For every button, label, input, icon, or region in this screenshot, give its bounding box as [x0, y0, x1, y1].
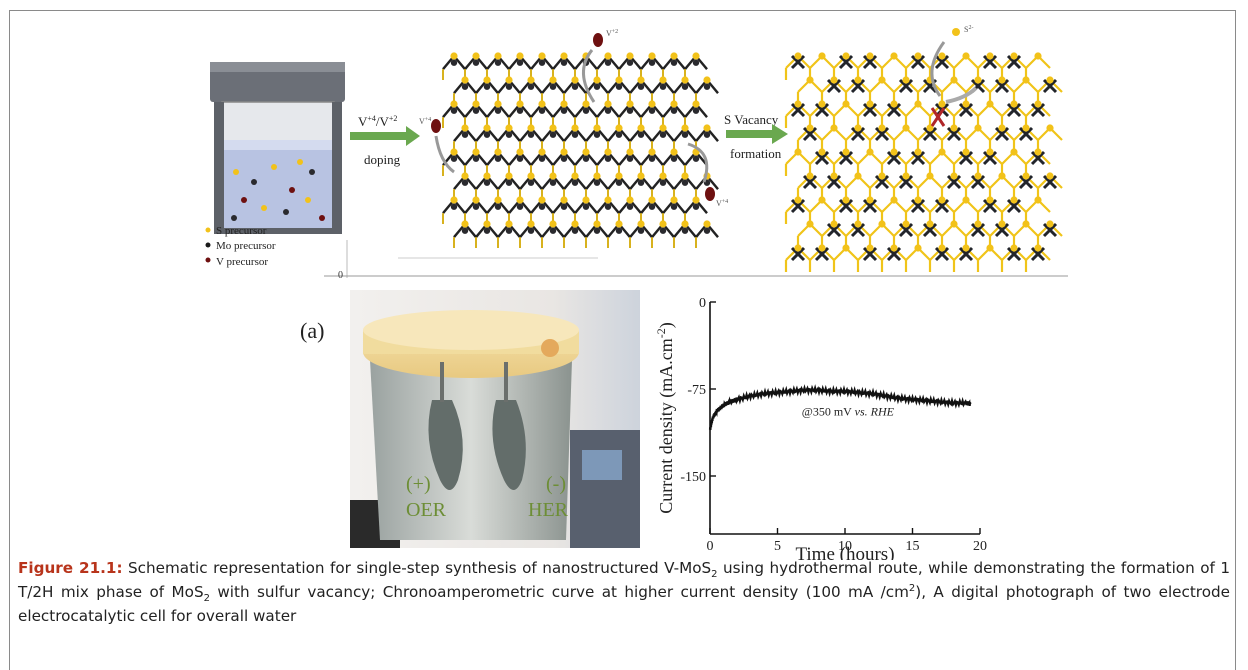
- minus-electrode-label: (-): [546, 473, 566, 495]
- precursor-dot: [319, 215, 325, 221]
- v-ion-label-top: V+2: [606, 29, 618, 38]
- precursor-dot: [283, 209, 289, 215]
- synthesis-schematic: S precursor Mo precursor V precursor 0 V…: [204, 22, 1068, 281]
- oer-label: OER: [406, 499, 447, 521]
- caption-sup: 2: [908, 582, 916, 594]
- current-density-series: [708, 384, 972, 431]
- precursor-dot: [305, 197, 311, 203]
- sulfur-ion-leaving: S2-: [930, 25, 978, 104]
- x-tick-label: 20: [973, 539, 987, 554]
- y-tick-label: -150: [680, 470, 706, 485]
- vacancy-lattice: [784, 52, 1063, 272]
- figure-frame: [9, 10, 1236, 670]
- legend-v-precursor: V precursor: [216, 256, 268, 268]
- caption-sub-1: 2: [711, 569, 718, 581]
- legend-mo-precursor: Mo precursor: [216, 240, 276, 252]
- y-tick-label: -75: [687, 383, 706, 398]
- precursor-particles: [231, 159, 325, 221]
- caption-text-1: Schematic representation for single-step…: [122, 559, 712, 577]
- x-tick-label: 10: [838, 539, 852, 554]
- stray-tick-label: 0: [338, 270, 343, 278]
- electrolysis-cell-photo: (a) (+) (-) OER HER: [300, 290, 640, 548]
- x-tick-label: 15: [906, 539, 920, 554]
- y-axis-label: Current density (mA.cm-2): [654, 322, 677, 513]
- vacancy-arrow: S Vacancy formation: [724, 112, 788, 161]
- precursor-dot: [289, 187, 295, 193]
- precursor-dot: [297, 159, 303, 165]
- chronoamperometry-chart: 0 5 10 15 20 0 -75 -150 @350 mV vs. RHE Time (h…: [646, 276, 996, 565]
- vanadium-ions: V+2 V+4 V+4: [419, 29, 728, 208]
- caption-text-4: ), A digital photograph of two electrode…: [18, 583, 1230, 625]
- x-tick-label: 5: [774, 539, 781, 554]
- figure-caption: Figure 21.1: Schematic representation fo…: [18, 556, 1230, 628]
- precursor-dot: [231, 215, 237, 221]
- s-ion-label: S2-: [964, 25, 973, 34]
- precursor-dot: [309, 169, 315, 175]
- autoclave-beaker: [210, 62, 345, 234]
- chart-ticks: 0 5 10 15 20 0 -75 -150: [680, 296, 987, 554]
- doping-arrow: V+4/V+2 doping: [350, 114, 420, 167]
- her-label: HER: [528, 499, 569, 521]
- panel-label-a: (a): [300, 318, 324, 343]
- caption-text-3: with sulfur vacancy; Chronoamperometric …: [209, 583, 909, 601]
- v-ion-label-left: V+4: [419, 117, 431, 126]
- precursor-dot: [251, 179, 257, 185]
- precursor-dot: [233, 169, 239, 175]
- vacancy-label-bottom: formation: [730, 146, 782, 161]
- v-ion-label-right: V+4: [716, 199, 728, 208]
- precursor-dot: [241, 197, 247, 203]
- caption-sub-2: 2: [203, 593, 210, 605]
- x-tick-label: 0: [707, 539, 714, 554]
- precursor-dot: [271, 164, 277, 170]
- figure-label: Figure 21.1:: [18, 559, 123, 577]
- y-tick-label: 0: [699, 296, 706, 311]
- doping-label-bottom: doping: [364, 152, 401, 167]
- caption-text-2: using hydrothermal route, while demonstr…: [18, 559, 1230, 601]
- legend-s-precursor: S precursor: [216, 225, 267, 237]
- precursor-legend: S precursor Mo precursor V precursor: [205, 225, 276, 268]
- plus-electrode-label: (+): [406, 473, 431, 495]
- doping-label-top: V+4/V+2: [358, 114, 397, 129]
- vacancy-label-top: S Vacancy: [724, 112, 779, 127]
- potential-annotation: @350 mV vs. RHE: [802, 405, 895, 419]
- doped-lattice: [442, 52, 719, 248]
- precursor-dot: [261, 205, 267, 211]
- x-axis-label: Time (hours): [795, 544, 894, 560]
